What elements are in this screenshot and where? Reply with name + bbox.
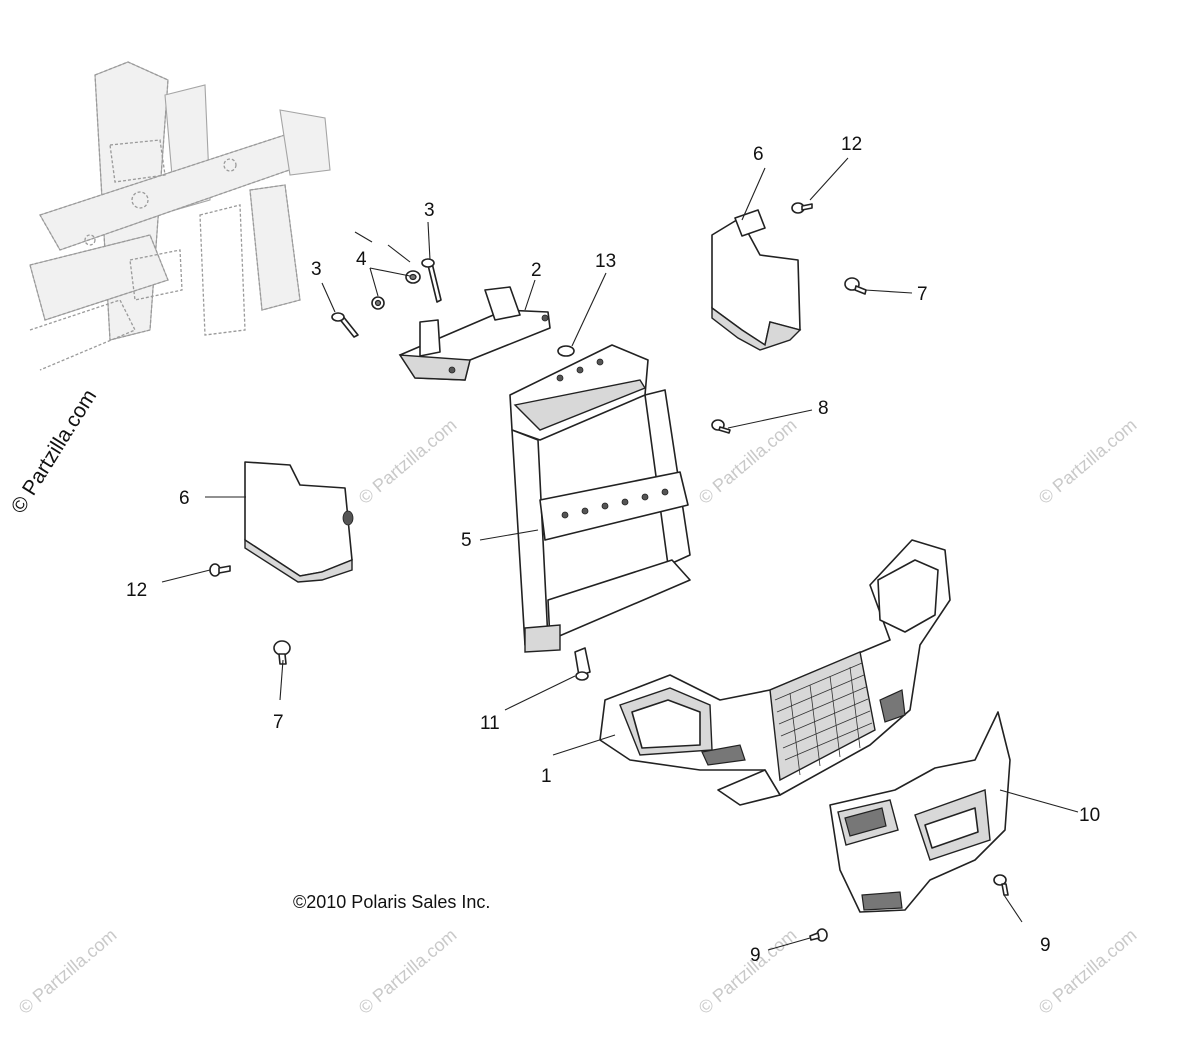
callout-4: 4 [356,249,367,270]
part-12-screw-upper [791,202,813,214]
callout-6-left: 6 [179,488,190,509]
callout-7-left: 7 [273,712,284,733]
copyright-notice: ©2010 Polaris Sales Inc. [293,892,490,912]
part-1-front-hood [599,539,951,806]
part-10-front-bumper [829,711,1011,913]
watermark-text: © Partzilla.com [15,925,121,1018]
grille-mesh [774,662,873,776]
callout-12-upper: 12 [841,134,862,155]
part-13-plug [557,345,575,357]
callout-labels: 1 2 3 3 4 5 6 6 7 7 8 9 9 10 11 12 12 13 [126,134,1100,966]
part-6-left-panel [244,461,354,583]
part-4-nut-left [371,296,385,310]
watermark-text: © Partzilla.com [695,415,801,508]
part-7-rivet-right [844,277,867,295]
callout-3-upper: 3 [424,200,435,221]
watermark-text: © Partzilla.com [355,415,461,508]
callout-8: 8 [818,398,829,419]
part-9-screw-right [993,874,1009,896]
callout-6-upper: 6 [753,144,764,165]
watermark-text: © Partzilla.com [1035,415,1141,508]
callout-13: 13 [595,251,616,272]
leader-lines [161,157,1079,951]
frame-holes [556,358,669,519]
callout-9-right: 9 [1040,935,1051,956]
callout-2: 2 [531,260,542,281]
callout-5: 5 [461,530,472,551]
callout-12-left: 12 [126,580,147,601]
part-3-bolt-lower [331,312,359,338]
part-5-radiator-frame [509,344,691,653]
watermark-text: © Partzilla.com [355,925,461,1018]
watermark-main: © Partzilla.com [7,385,101,517]
watermark-text: © Partzilla.com [1035,925,1141,1018]
part-3-bolt-upper [421,258,442,303]
part-8-screw [711,419,731,434]
part-12-screw-lower [209,563,231,577]
callout-11: 11 [480,713,500,734]
part-4-nut-right [405,270,421,284]
part-7-rivet-left [273,640,291,665]
part-6-upper-panel [711,209,802,351]
callout-7-right: 7 [917,284,928,305]
part-9-screw-left [809,928,828,942]
callout-3-lower: 3 [311,259,322,280]
callout-1: 1 [541,766,552,787]
chassis-frame-ghost [29,61,331,371]
watermark-text: © Partzilla.com [695,925,801,1018]
part-2-bracket [398,286,551,381]
part-11-fastener [574,647,591,681]
callout-9-left: 9 [750,945,761,966]
callout-10: 10 [1079,805,1100,826]
